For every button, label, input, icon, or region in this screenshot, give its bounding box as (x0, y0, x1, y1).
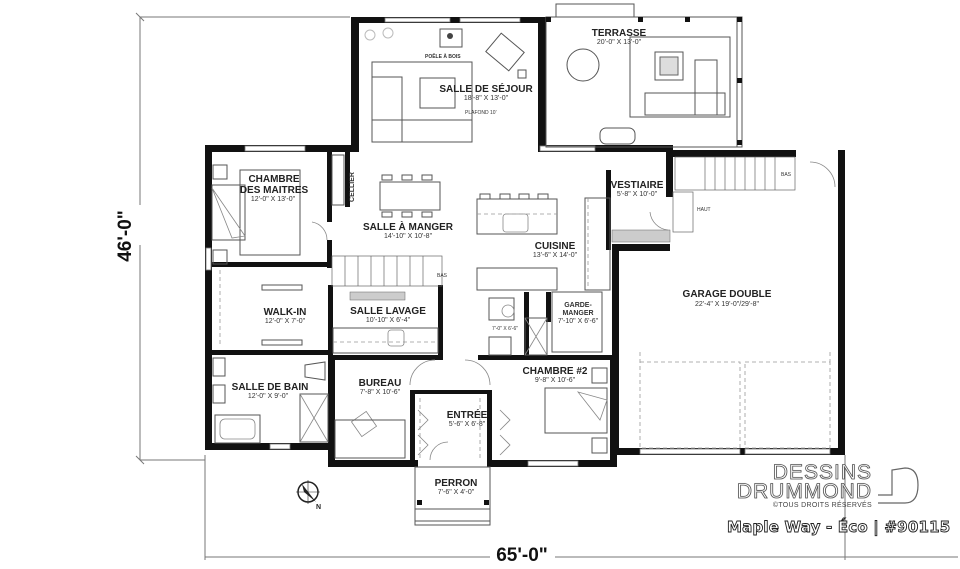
salle-sejour-size: 18'-8" X 13'-0" (464, 95, 509, 102)
cuisine-size: 13'-6" X 14'-0" (533, 252, 578, 259)
terrasse-label: TERRASSE (592, 28, 647, 39)
perron-size: 7'-6" X 4'-0" (438, 489, 475, 496)
stair-label-bas: BAS (437, 273, 448, 279)
terrasse-size: 20'-0" X 13'-0" (597, 39, 642, 46)
plan-title: Maple Way - Éco | #90115 (727, 518, 951, 537)
salle-manger-size: 14'-10" X 10'-8" (384, 233, 433, 240)
vestiaire-size: 5'-8" X 10'-0" (617, 191, 658, 198)
brand-rights: ©TOUS DROITS RÉSERVÉS (772, 502, 872, 509)
salle-manger-label: SALLE À MANGER (363, 220, 454, 233)
garde-manger-label-1: GARDE- (564, 302, 592, 309)
sejour-furniture (364, 27, 527, 143)
front-rooms-fixtures (311, 161, 836, 461)
salle-bain-size: 12'-0" X 9'-0" (248, 393, 289, 400)
depth-dimension: 46'-0" (115, 210, 136, 262)
dimension-lines (135, 12, 958, 560)
perron-label: PERRON (435, 478, 478, 489)
room-labels: POÊLE À BOIS SALLE DE SÉJOUR 18'-8" X 13… (232, 28, 772, 496)
stair-label-haut: HAUT (697, 207, 711, 213)
entree-label: ENTRÉE (447, 408, 488, 421)
compass-n-label: N (316, 504, 321, 511)
salle-lavage-size: 10'-10" X 6'-4" (366, 317, 411, 324)
salle-lavage-label: SALLE LAVAGE (350, 306, 426, 317)
chambre-maitres-label-2: DES MAITRES (240, 185, 309, 196)
master-bedroom-furniture (211, 154, 345, 265)
salle-bain-label: SALLE DE BAIN (232, 382, 309, 393)
chambre-maitres-label-1: CHAMBRE (248, 174, 299, 185)
kitchen-fixtures (476, 193, 611, 291)
chambre2-size: 9'-8" X 10'-6" (535, 377, 576, 384)
north-compass-icon (296, 480, 320, 504)
walk-in-size: 12'-0" X 7'-0" (265, 318, 306, 325)
bureau-label: BUREAU (359, 378, 402, 389)
brand-line-1: DESSINS (772, 461, 872, 484)
brand-line-2: DRUMMOND (736, 480, 872, 503)
poele-a-bois-label: POÊLE À BOIS (425, 52, 461, 60)
walk-in-label: WALK-IN (264, 307, 307, 318)
terrasse-outline (545, 3, 743, 148)
cellier-label: CELLIER (349, 172, 356, 202)
interior-walls (212, 152, 613, 465)
bureau-size: 7'-8" X 10'-6" (360, 389, 401, 396)
garage-doors (639, 352, 831, 449)
drummond-logo-icon (878, 467, 919, 504)
garde-manger-label-2: MANGER (562, 310, 593, 317)
salle-eau-size: 7'-0" X 6'-6" (492, 326, 518, 332)
salle-sejour-label: SALLE DE SÉJOUR (439, 82, 533, 95)
vestiaire-label: VESTIAIRE (611, 180, 664, 191)
chambre2-label: CHAMBRE #2 (522, 366, 587, 377)
chambre-maitres-size: 12'-0" X 13'-0" (251, 196, 296, 203)
cuisine-label: CUISINE (535, 241, 576, 252)
entree-size: 5'-6" X 6'-8" (449, 421, 486, 428)
garage-size: 22'-4" X 19'-0"/29'-8" (695, 301, 760, 308)
perron-outline (414, 466, 491, 526)
garage-label: GARAGE DOUBLE (683, 289, 772, 300)
windows (205, 17, 831, 467)
stairs (331, 156, 796, 287)
width-dimension: 65'-0" (496, 545, 548, 566)
garde-manger-size: 7'-10" X 6'-6" (558, 318, 599, 325)
plafond-label: PLAFOND 10' (465, 110, 497, 116)
dining-furniture (379, 174, 441, 218)
brand-block: DESSINS DRUMMOND ©TOUS DROITS RÉSERVÉS (736, 461, 872, 509)
service-fixtures (212, 270, 603, 444)
stair-label-bas-garage: BAS (781, 172, 792, 178)
